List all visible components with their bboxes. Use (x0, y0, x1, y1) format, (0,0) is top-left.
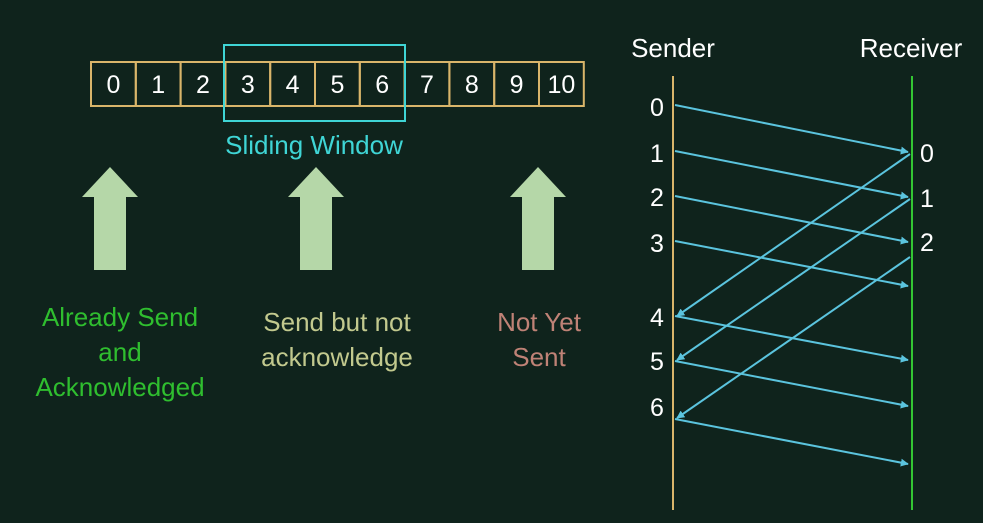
sequence-cell: 2 (179, 61, 227, 107)
legend-line: Not Yet (497, 307, 582, 337)
sender-seq-label: 4 (650, 304, 664, 332)
sequence-cell: 8 (448, 61, 496, 107)
sequence-cell-label: 6 (375, 71, 389, 99)
data-message-arrow (674, 150, 909, 200)
sender-seq-label: 3 (650, 230, 664, 258)
ack-message-arrow (676, 153, 911, 317)
sequence-cell-label: 7 (420, 71, 434, 99)
data-message-arrow (674, 240, 909, 289)
receiver-seq-label: 1 (920, 185, 934, 213)
sequence-cell: 7 (403, 61, 451, 107)
sender-seq-label: 5 (650, 348, 664, 376)
legend-line: Sent (512, 342, 566, 372)
already-sent-legend: Already Send and Acknowledged (35, 302, 204, 402)
sequence-cell-label: 1 (151, 71, 165, 99)
receiver-title: Receiver (860, 33, 963, 63)
sent-not-ack-legend: Send but not acknowledge (261, 307, 413, 372)
data-message-arrow (674, 104, 909, 155)
sequence-cell-label: 3 (241, 71, 255, 99)
ack-messages (676, 153, 911, 419)
sequence-cell: 1 (134, 61, 182, 107)
sender-seq-label: 2 (650, 184, 664, 212)
sequence-cells: 0 1 2 3 4 5 6 7 (90, 61, 585, 107)
sender-seq-label: 6 (650, 394, 664, 422)
data-messages (674, 104, 909, 467)
not-sent-arrow-icon (510, 167, 566, 270)
sequence-cell-label: 4 (286, 71, 300, 99)
legend-line: and (98, 337, 141, 367)
sender-title: Sender (631, 33, 715, 63)
sequence-cell-label: 0 (106, 71, 120, 99)
sequence-cell-label: 10 (547, 71, 575, 99)
receiver-seq-label: 2 (920, 229, 934, 257)
legend-line: Acknowledged (35, 372, 204, 402)
sliding-window-box (223, 44, 406, 122)
sender-labels: 0 1 2 3 4 5 6 (650, 94, 664, 422)
sequence-cell-label: 2 (196, 71, 210, 99)
already-sent-arrow-icon (82, 167, 138, 270)
sequence-cell: 4 (269, 61, 317, 107)
receiver-labels: 0 1 2 (920, 140, 934, 257)
sequence-cell-label: 9 (510, 71, 524, 99)
sent-not-ack-arrow-icon (288, 167, 344, 270)
sequence-cell-label: 8 (465, 71, 479, 99)
data-message-arrow (674, 360, 909, 409)
legend-line: Send but not (263, 307, 411, 337)
sequence-cell: 6 (358, 61, 406, 107)
sequence-cell: 5 (314, 61, 361, 107)
data-message-arrow (674, 195, 909, 245)
data-message-arrow (674, 418, 909, 467)
ack-message-arrow (676, 256, 911, 419)
sequence-cell: 9 (493, 61, 541, 107)
sliding-window-label: Sliding Window (225, 130, 403, 160)
ack-message-arrow (676, 198, 911, 361)
legend-line: Already Send (42, 302, 198, 332)
receiver-seq-label: 0 (920, 140, 934, 168)
sender-seq-label: 0 (650, 94, 664, 122)
sequence-cell-label: 5 (330, 71, 344, 99)
sender-seq-label: 1 (650, 140, 664, 168)
sequence-cell: 3 (224, 61, 272, 107)
sequence-cell: 0 (90, 61, 137, 107)
sequence-cell: 10 (538, 61, 585, 107)
not-sent-legend: Not Yet Sent (497, 307, 582, 372)
legend-line: acknowledge (261, 342, 413, 372)
